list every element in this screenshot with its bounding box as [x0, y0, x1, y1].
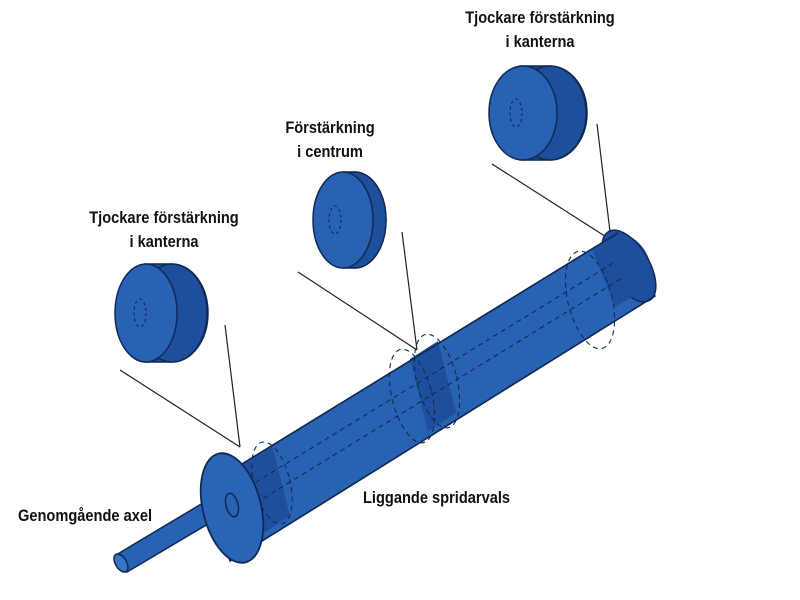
label-center-reinforcement: Förstärkning i centrum [253, 116, 408, 164]
leader-line-middle-a [297, 271, 418, 351]
label-through-axle: Genomgående axel [18, 506, 153, 525]
leader-line-right-b [596, 123, 612, 241]
hidden-axle-lines [247, 250, 623, 525]
leader-line-left-a [119, 369, 241, 448]
disc-edge-reinforcement-left [114, 263, 209, 363]
label-line: i centrum [297, 142, 363, 161]
roller-end-face [199, 452, 265, 564]
label-edge-reinforcement-left: Tjockare förstärkning i kanterna [61, 206, 267, 254]
leader-line-right-a [491, 163, 612, 241]
disc-center-reinforcement [312, 171, 387, 269]
leader-lines [119, 123, 612, 448]
leader-line-left-b [224, 324, 241, 448]
leader-line-middle-b [401, 231, 418, 351]
label-line: Tjockare förstärkning [465, 8, 615, 27]
label-line: Tjockare förstärkning [89, 208, 239, 227]
label-edge-reinforcement-top: Tjockare förstärkning i kanterna [437, 6, 643, 54]
label-line: i kanterna [505, 32, 575, 51]
label-line: i kanterna [129, 232, 199, 251]
label-spreader-roller: Liggande spridarvals [363, 488, 511, 507]
disc-edge-reinforcement-top [488, 65, 588, 161]
label-line: Förstärkning [285, 118, 375, 137]
